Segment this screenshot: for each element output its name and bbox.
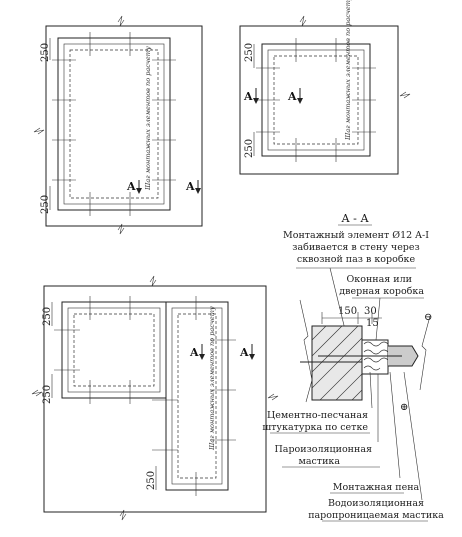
foam-label: Монтажная пена bbox=[333, 482, 420, 493]
plan-1-break-top bbox=[117, 15, 125, 27]
plan-1-break-bottom bbox=[117, 223, 125, 235]
element-note-line-3: сквозной паз в коробке bbox=[297, 254, 416, 265]
plan-1-frame-inner bbox=[63, 43, 165, 205]
plan-3-section-mark-2: A bbox=[239, 346, 249, 359]
plan-2-section-mark-2: A bbox=[287, 90, 297, 103]
plan-1-break-left bbox=[33, 127, 45, 135]
water-line-1: Водоизоляционная bbox=[328, 498, 424, 509]
plan-3-break-bottom bbox=[119, 509, 127, 521]
plan-2-note: Шаг монтажных элементов по расчету bbox=[344, 0, 352, 141]
plan-1-frame-outer bbox=[57, 37, 171, 211]
wall-hatching bbox=[311, 325, 363, 401]
section-break-left bbox=[299, 299, 313, 403]
plan-2-dim-top: 250 bbox=[244, 43, 255, 62]
section-a-a: А - А Монтажный элемент Ø12 A-I забивает… bbox=[262, 212, 444, 522]
plan-1-mounting-elements bbox=[52, 32, 176, 216]
plan-3-mounting-elements bbox=[54, 296, 236, 496]
plan-1-section-mark-1: A bbox=[126, 180, 136, 193]
plan-3-break-right bbox=[267, 393, 279, 401]
plan-3-door-frame-outer bbox=[165, 301, 229, 491]
plaster-line-2: штукатурка по сетке bbox=[262, 422, 368, 433]
water-line-2: паропроницаемая мастика bbox=[308, 510, 444, 521]
plaster-line-1: Цементно-песчаная bbox=[267, 410, 368, 421]
plan-1-note: Шаг монтажных элементов по расчету bbox=[144, 46, 152, 191]
plan-2-break-top bbox=[299, 15, 307, 27]
plan-2-mounting-elements bbox=[256, 38, 376, 162]
plan-3-door-frame-inner bbox=[171, 307, 223, 485]
plan-3-note: Шаг монтажных элементов по расчету bbox=[208, 306, 216, 451]
plan-2-break-right bbox=[399, 91, 411, 99]
element-note-line-2: забивается в стену через bbox=[292, 242, 419, 253]
plan-1-section-mark-2: A bbox=[185, 180, 195, 193]
plan-3-window-opening bbox=[73, 313, 155, 387]
plan-3-dim-bottom: 250 bbox=[146, 471, 157, 490]
section-title: А - А bbox=[341, 212, 369, 225]
plan-3-window-frame-outer bbox=[61, 301, 167, 399]
dim-30: 30 bbox=[364, 306, 377, 317]
plan-2: 250 250 Шаг монтажных элементов по расче… bbox=[239, 0, 411, 175]
element-note-line-1: Монтажный элемент Ø12 A-I bbox=[283, 230, 429, 241]
section-break-right bbox=[419, 315, 431, 391]
frame-label-line-2: дверная коробка bbox=[339, 286, 424, 297]
dim-15: 15 bbox=[366, 318, 379, 329]
frame-profile bbox=[388, 345, 419, 367]
plan-3-break-left bbox=[31, 389, 43, 397]
vapor-line-1: Пароизоляционная bbox=[275, 444, 373, 455]
plan-3-wall-outline bbox=[43, 285, 267, 513]
plan-3-window-frame-inner bbox=[67, 307, 161, 393]
frame-label-line-1: Оконная или bbox=[347, 274, 412, 285]
plan-1-dim-bottom: 250 bbox=[40, 195, 51, 214]
plan-1-wall-outline bbox=[45, 25, 203, 227]
plan-1-opening bbox=[69, 49, 159, 199]
plan-2-wall-outline bbox=[239, 25, 399, 175]
foam-fill bbox=[363, 341, 389, 371]
plan-1-dim-top: 250 bbox=[40, 43, 51, 62]
dim-150: 150 bbox=[338, 306, 357, 317]
plan-3-break-top bbox=[149, 275, 157, 287]
sign-minus: ⊖ bbox=[424, 312, 432, 323]
plan-1: 250 250 Шаг монтажных элементов по расче… bbox=[33, 15, 203, 235]
plan-3: 250 250 250 Шаг монтажных элементов по р… bbox=[31, 275, 279, 521]
plan-3-door-opening bbox=[177, 313, 217, 479]
plan-2-section-mark-1: A bbox=[243, 90, 253, 103]
vapor-line-2: мастика bbox=[298, 456, 340, 467]
plan-3-section-mark-1: A bbox=[189, 346, 199, 359]
plan-3-dim-top: 250 bbox=[42, 307, 53, 326]
frame-section bbox=[361, 339, 389, 375]
plan-3-dim-mid: 250 bbox=[42, 385, 53, 404]
plan-2-dim-bottom: 250 bbox=[244, 139, 255, 158]
sign-plus: ⊕ bbox=[400, 402, 408, 413]
